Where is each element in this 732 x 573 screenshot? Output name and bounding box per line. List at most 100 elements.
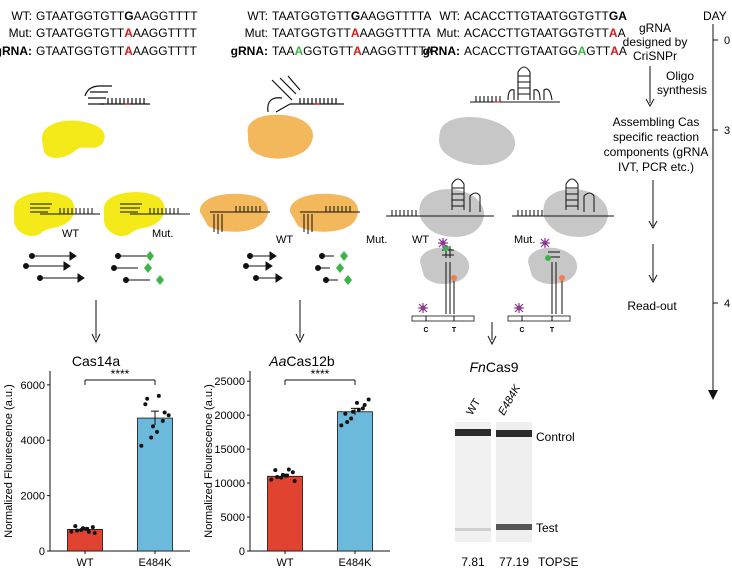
step-assembling-line4: IVT, PCR etc.) [618,160,694,174]
seq-label-mut: Mut: [245,26,268,40]
gel-control-label: Control [536,430,575,444]
fncas9-grna-icon [470,66,560,103]
step-grna-line1: gRNA [639,21,671,35]
seq-label-grna: gRNA: [231,44,268,58]
fncas9-wt-label: WT [412,234,429,246]
data-point [86,529,91,534]
y-tick-label: 0 [239,546,245,558]
x-tick-label: WT [276,557,293,569]
fncas9-wt-strip-t: T [452,327,457,334]
data-point [356,407,361,412]
fncas9-mut-strip-c: C [519,327,524,334]
data-point [351,409,355,414]
aacas12b-wt-label: WT [276,234,293,246]
y-tick-label: 6000 [21,380,45,392]
fncas9-title: FnCas9 [469,359,518,375]
timeline-tick-3: 3 [724,125,730,137]
step-assembling-line3: components (gRNA [604,145,709,159]
sequence-block-cas14a: WT: GTAATGGTGTTGAAGGTTTT Mut: GTAATGGTGT… [0,9,198,58]
seq-row-mut: TAATGGTGTTAAAGGTTTTA [272,26,431,40]
seq-row-grna: GTAATGGTGTTAAAGGTTTT [36,44,198,58]
gel-value-mut: 77.19 [499,555,529,569]
seq-label-wt: WT: [247,9,268,23]
data-point [139,443,144,448]
y-tick-label: 5000 [221,512,245,524]
gel-lane-label-wt: WT [464,396,483,417]
step-assembling-line1: Assembling Cas [613,115,700,129]
x-tick-label: WT [76,557,93,569]
significance-label: **** [311,367,330,381]
aacas12b-mut-label: Mut. [366,234,387,246]
data-point [69,529,74,534]
data-point [73,524,78,529]
gel-score-label: TOPSE [538,555,578,569]
y-axis-label: Normalized Flourescence (a.u.) [3,384,15,537]
aacas12b-grna-icon [267,75,344,113]
y-tick-label: 10000 [214,478,245,490]
aacas12b-complex-mut-icon [289,193,360,234]
y-tick-label: 2000 [21,491,45,503]
data-point [366,397,371,402]
data-point [275,474,280,479]
data-point [281,472,285,477]
gel-lane-label-mut: E484K [496,382,523,417]
seq-row-wt: ACACCTTGTAATGGTGTTGA [464,9,627,23]
fncas9-lateral-flow-mut-icon [507,238,578,322]
gel-lane-mut [496,422,532,542]
seq-row-wt: TAATGGTGTTGAAGGTTTTA [272,9,431,23]
data-point [151,424,155,429]
data-point [143,402,148,407]
step-grna-line2: designed by [623,35,688,49]
data-point [156,393,161,398]
fncas9-wt-strip-c: C [423,327,428,334]
fncas9-mut-strip-t: T [550,327,555,334]
gel-band-test-mut [496,524,532,530]
aacas12b-reporters-wt-icon [243,251,283,283]
y-axis-label: Normalized Flourescence (a.u.) [203,384,215,537]
fncas9-protein-icon [439,117,516,166]
aacas12b-protein-icon [247,114,313,159]
cas14a-mut-label: Mut. [152,228,173,240]
gel-test-label: Test [536,521,559,535]
seq-row-mut: ACACCTTGTAATGGTGTTAA [464,26,626,40]
cas14a-grna-icon [84,85,150,105]
seq-row-mut: GTAATGGTGTTAAAGGTTTT [36,26,198,40]
aacas12b-reporters-mut-icon [315,251,352,285]
data-point [269,477,274,482]
data-point [85,526,89,531]
seq-label-grna: gRNA: [423,44,460,58]
gel-panel: WT E484K Control Test 7.81 77.19 TOPSE [455,382,578,569]
seq-label-grna: gRNA: [0,44,32,58]
step-grna-line3: CriSNPr [633,49,677,63]
cas14a-reporters-mut-icon [111,251,164,285]
aacas12b-title: AaCas12b [268,353,335,369]
data-point [149,435,154,440]
bar-e484k [137,417,173,552]
sequence-block-aacas12b: WT: TAATGGTGTTGAAGGTTTTA Mut: TAATGGTGTT… [231,9,433,58]
cas14a-title: Cas14a [72,353,120,369]
seq-label-wt: WT: [439,9,460,23]
data-point [155,429,159,434]
bar-e484k [337,411,373,552]
seq-row-grna: TAAAGGTGTTAAAGGTTTTA [272,44,433,58]
fncas9-mut-label: Mut. [514,234,535,246]
gel-value-wt: 7.81 [461,555,485,569]
timeline: DAY 0 3 4 gRNA designed by CriSNPr Oligo… [604,9,730,400]
data-point [273,468,278,473]
seq-row-grna: ACACCTTGTAATGGAGTTAA [464,44,627,58]
seq-label-mut: Mut: [9,26,32,40]
cas14a-wt-label: WT [62,228,79,240]
fncas9-complex-wt-icon [386,178,494,237]
cas14a-reporters-wt-icon [23,251,85,283]
data-point [166,413,171,418]
step-oligo-line1: Oligo [666,69,694,83]
step-oligo-line2: synthesis [657,83,707,97]
y-tick-label: 25000 [214,376,245,388]
y-tick-label: 4000 [21,435,45,447]
significance-label: **** [111,367,130,381]
y-tick-label: 0 [39,546,45,558]
data-point [145,396,150,401]
chart-cas14a: 0 2000 4000 6000 Normalized Flourescence (a.… [3,367,190,569]
